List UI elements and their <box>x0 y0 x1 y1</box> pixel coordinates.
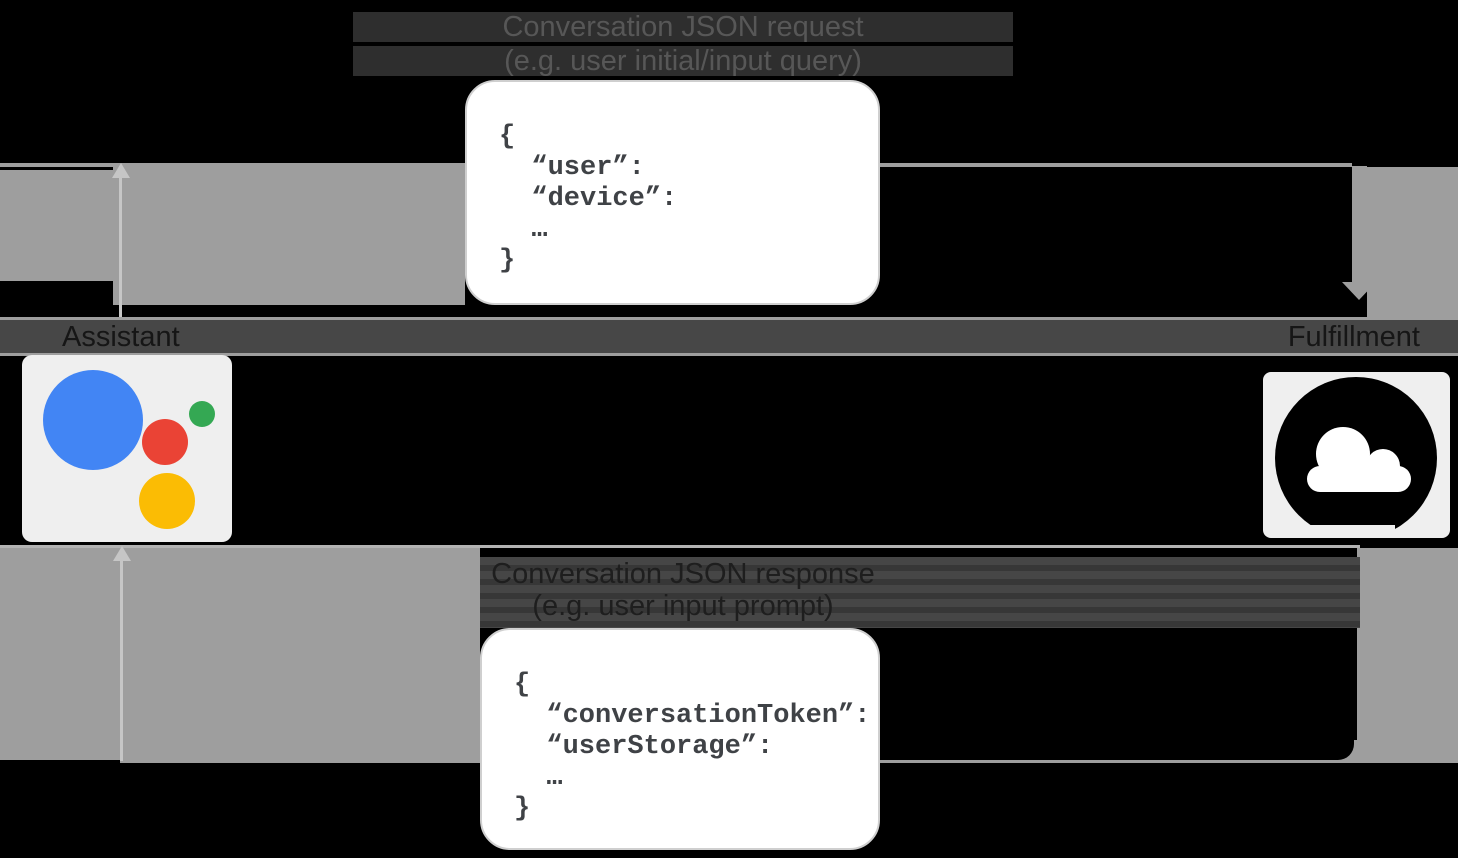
response-arrow-shaft <box>1357 548 1458 762</box>
response-caption-line1: Conversation JSON response <box>491 558 875 590</box>
response-code-line: “conversationToken”: <box>514 701 871 731</box>
response-code-line: { <box>514 670 531 700</box>
response-code-line: … <box>514 763 563 793</box>
google-assistant-logo-icon <box>22 355 232 542</box>
request-arrow-body-left <box>0 170 113 281</box>
request-code-line: “user”: <box>499 153 645 183</box>
request-json-box: { “user”: “device”: … } <box>465 80 880 305</box>
assistant-label: Assistant <box>62 321 180 353</box>
response-arrow-body-left <box>0 548 480 760</box>
response-caption-line2: (e.g. user input prompt) <box>532 590 834 622</box>
request-caption: Conversation JSON request (e.g. user ini… <box>0 12 1366 80</box>
fulfillment-label: Fulfillment <box>1287 321 1420 353</box>
assistant-blue-dot-icon <box>43 370 143 470</box>
response-caption-strip <box>480 557 1360 628</box>
actors-label-strip: Assistant Fulfillment <box>0 317 1458 356</box>
request-arrow-body-right <box>1367 167 1458 317</box>
request-code-line: … <box>499 215 548 245</box>
assistant-yellow-dot-icon <box>139 473 195 529</box>
response-code-line: } <box>514 794 531 824</box>
response-up-line <box>120 561 123 761</box>
request-arrowhead-down-icon <box>1342 282 1376 300</box>
request-json-code: { “user”: “device”: … } <box>467 82 878 277</box>
assistant-red-dot-icon <box>142 419 188 465</box>
response-json-box: { “conversationToken”: “userStorage”: … … <box>480 628 880 850</box>
request-arrow-body <box>113 166 465 305</box>
request-arrow-shaft <box>1352 166 1367 282</box>
assistant-up-arrowhead-icon <box>112 163 130 178</box>
response-up-arrowhead-icon <box>113 546 131 561</box>
assistant-green-dot-icon <box>189 401 215 427</box>
request-code-line: “device”: <box>499 184 678 214</box>
assistant-up-line <box>119 178 122 320</box>
response-arrow-top-line <box>0 545 1360 548</box>
request-caption-line2: (e.g. user initial/input query) <box>353 46 1013 76</box>
request-caption-line1: Conversation JSON request <box>353 12 1013 42</box>
request-code-line: { <box>499 122 516 152</box>
response-arrow-elbow-cut <box>880 628 1354 760</box>
response-code-line: “userStorage”: <box>514 732 774 762</box>
fulfillment-cloud-icon <box>1263 372 1450 538</box>
request-code-line: } <box>499 246 516 276</box>
response-json-code: { “conversationToken”: “userStorage”: … … <box>482 630 878 825</box>
cloud-glyph-icon <box>1275 377 1437 538</box>
